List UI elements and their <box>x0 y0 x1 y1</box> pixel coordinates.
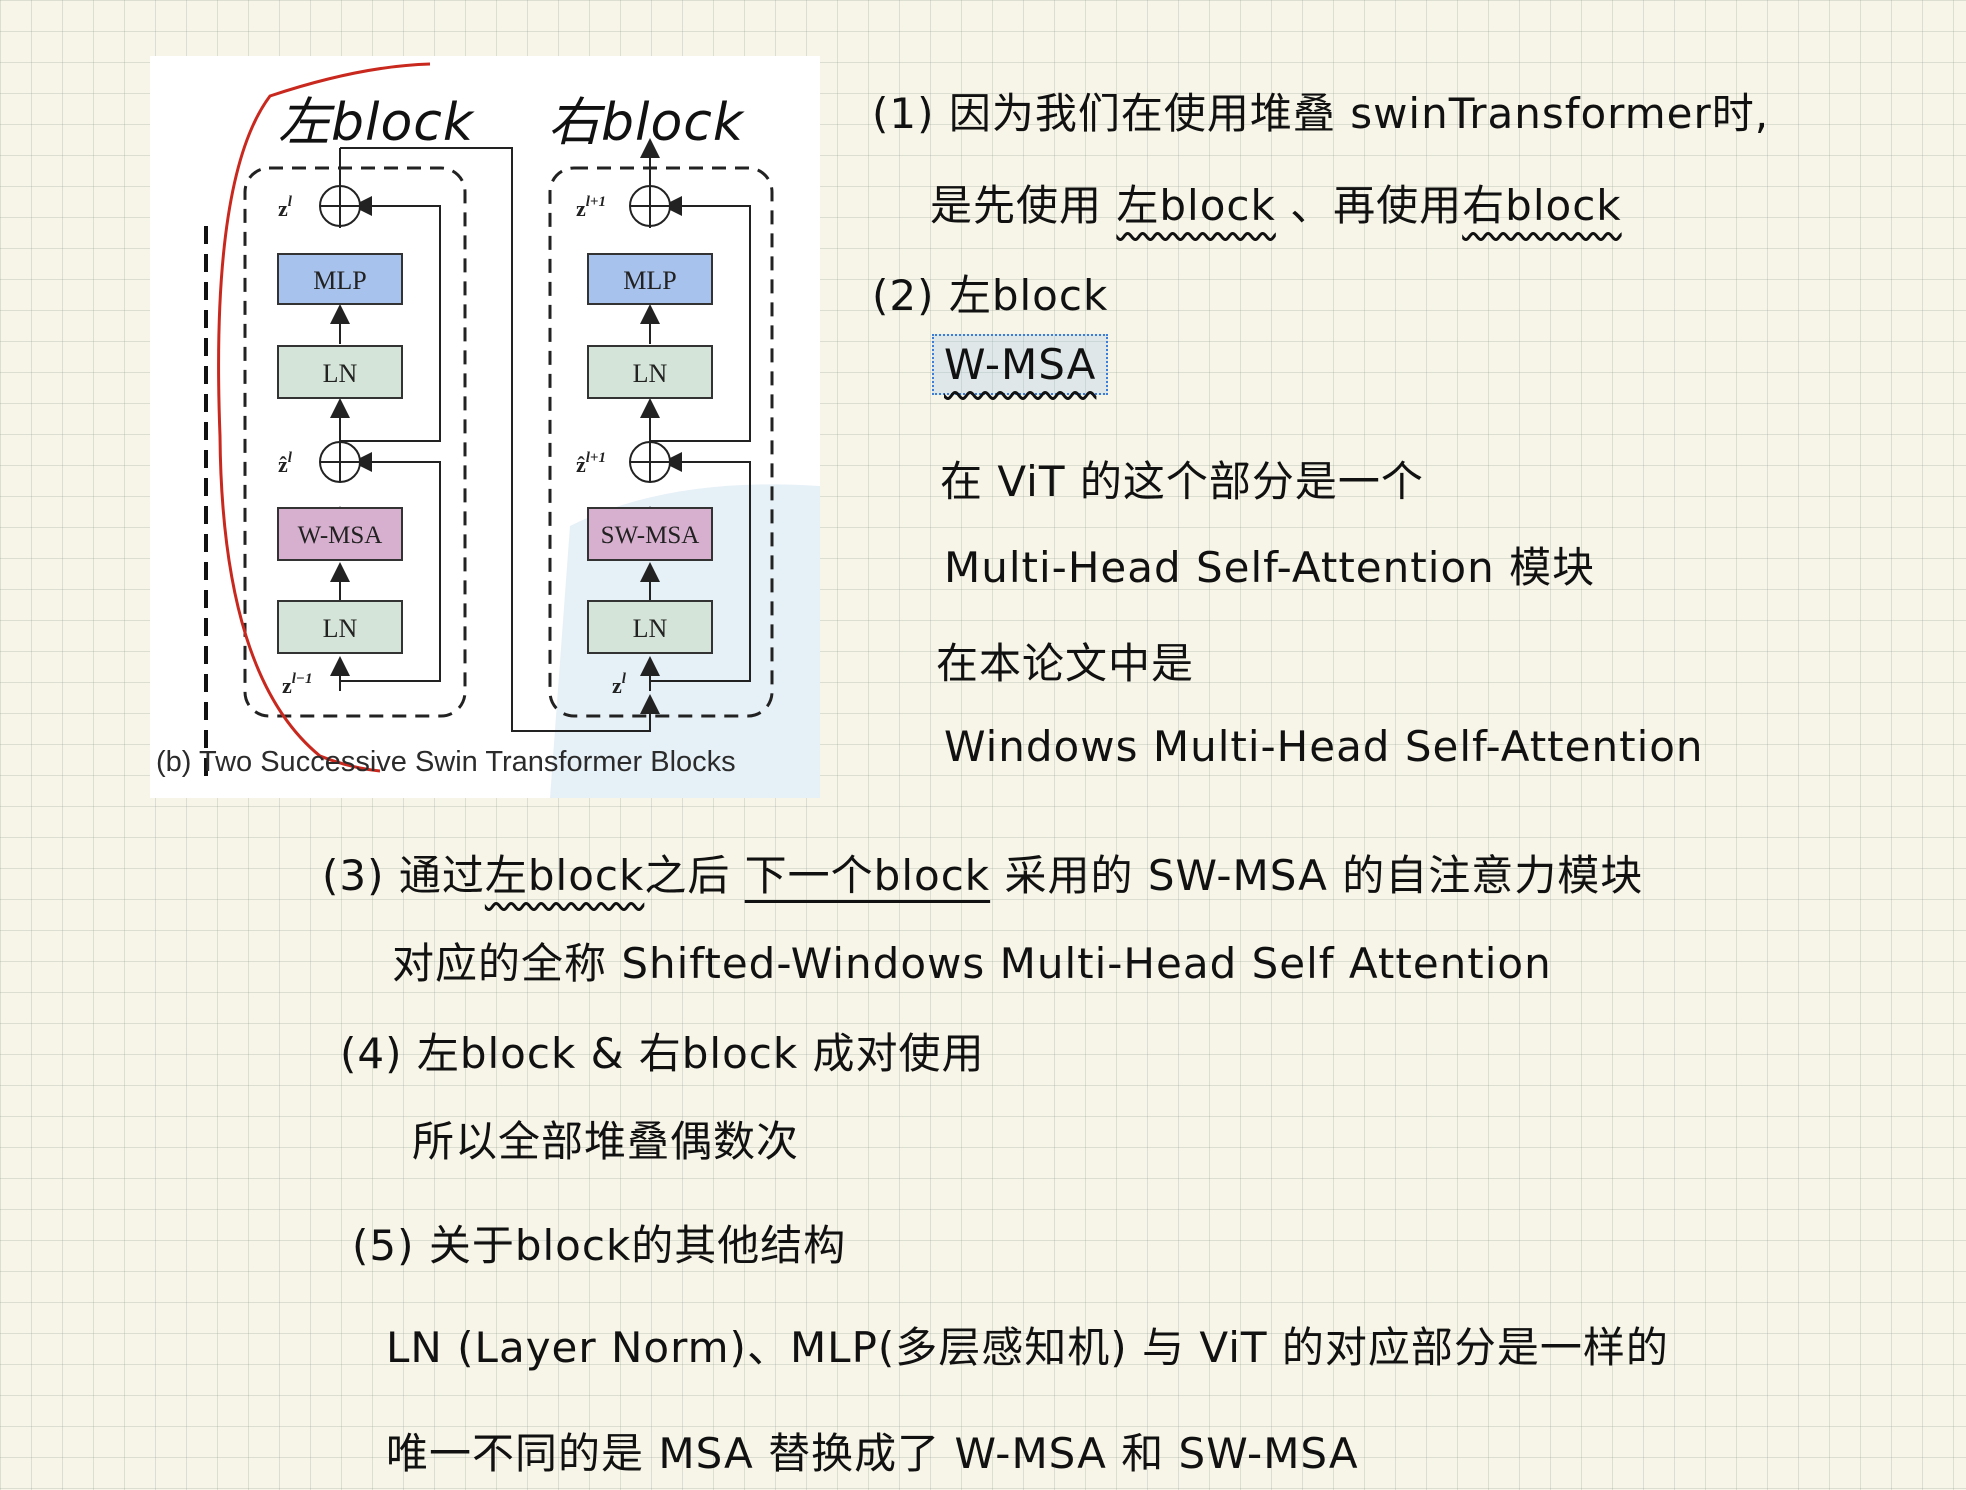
right-z-in: zl <box>612 671 627 698</box>
note-1-text-a: 是先使用 <box>930 181 1117 230</box>
left-ln-top-label: LN <box>323 359 358 388</box>
note-3-line-2: 对应的全称 Shifted-Windows Multi-Head Self At… <box>392 939 1552 988</box>
left-z-out: zl <box>278 194 293 221</box>
note-5-line-1: (5) 关于block的其他结构 <box>352 1221 847 1270</box>
block-connector <box>340 147 660 732</box>
note-3-text-a: (3) 通过 <box>322 851 485 900</box>
note-1-left-block: 左block <box>1116 181 1276 230</box>
right-block-frame <box>548 166 774 718</box>
left-z-hat: ẑl <box>278 450 293 477</box>
note-2-heading: (2) 左block <box>872 271 1109 320</box>
note-5-line-2: LN (Layer Norm)、MLP(多层感知机) 与 ViT 的对应部分是一… <box>386 1323 1669 1372</box>
red-bracket-annotation <box>217 62 431 773</box>
note-1-line-1: (1) 因为我们在使用堆叠 swinTransformer时, <box>872 89 1770 138</box>
note-4-line-1: (4) 左block & 右block 成对使用 <box>340 1029 985 1078</box>
right-ln-top-box <box>587 345 713 399</box>
note-1-right-block: 右block <box>1462 181 1622 230</box>
right-ln-top-label: LN <box>633 359 668 388</box>
note-5-line-3: 唯一不同的是 MSA 替换成了 W-MSA 和 SW-MSA <box>386 1429 1359 1478</box>
note-3-left-block: 左block <box>484 851 645 900</box>
note-3-text-c: 采用的 SW-MSA 的自注意力模块 <box>990 851 1644 900</box>
left-add-top <box>319 185 361 227</box>
left-ln-bottom-box <box>277 600 403 654</box>
right-mlp-box <box>587 253 713 305</box>
note-3-line-1: (3) 通过左block之后 下一个block 采用的 SW-MSA 的自注意力… <box>322 842 1643 903</box>
left-attn-label: W-MSA <box>298 522 383 549</box>
left-ln-top-box <box>277 345 403 399</box>
note-3-next-block: 下一个block <box>744 851 991 900</box>
note-1-text-b: 、再使用 <box>1275 181 1463 230</box>
block-diagram: MLP LN W-MSA LN zl ẑl zl−1 <box>204 62 820 798</box>
note-2-wmsa: W-MSA <box>932 334 1109 395</box>
note-2-line-3: 在本论文中是 <box>936 639 1195 688</box>
left-ln-bottom-label: LN <box>323 614 358 643</box>
note-2-line-1: 在 ViT 的这个部分是一个 <box>940 457 1424 506</box>
note-2-line-4: Windows Multi-Head Self-Attention <box>944 722 1704 771</box>
left-mlp-box <box>277 253 403 305</box>
note-2-line-2: Multi-Head Self-Attention 模块 <box>944 543 1596 592</box>
right-ln-bottom-box <box>587 600 713 654</box>
figure-caption: (b) Two Successive Swin Transformer Bloc… <box>156 746 736 778</box>
note-4-line-2: 所以全部堆叠偶数次 <box>412 1117 800 1166</box>
right-ln-bottom-label: LN <box>633 614 668 643</box>
right-add-bottom <box>629 441 671 483</box>
note-3-text-b: 之后 <box>644 851 745 900</box>
left-mlp-label: MLP <box>313 266 366 295</box>
right-z-out: zl+1 <box>576 194 606 221</box>
left-add-bottom <box>319 441 361 483</box>
left-z-in: zl−1 <box>282 671 313 698</box>
wmsa-term: W-MSA <box>944 340 1097 389</box>
right-attn-label: SW-MSA <box>601 522 700 549</box>
left-block-frame <box>243 166 467 718</box>
right-mlp-label: MLP <box>623 266 676 295</box>
swin-block-figure: MLP LN W-MSA LN zl ẑl zl−1 <box>150 56 820 798</box>
right-z-hat: ẑl+1 <box>576 450 606 477</box>
wmsa-highlight: W-MSA <box>932 334 1109 395</box>
right-add-top <box>629 185 671 227</box>
note-1-line-2: 是先使用 左block 、再使用右block <box>930 172 1622 233</box>
left-attn-box <box>277 507 403 561</box>
right-attn-box <box>587 507 713 561</box>
left-block-title: 左block <box>278 93 474 153</box>
right-block-title: 右block <box>548 93 744 153</box>
